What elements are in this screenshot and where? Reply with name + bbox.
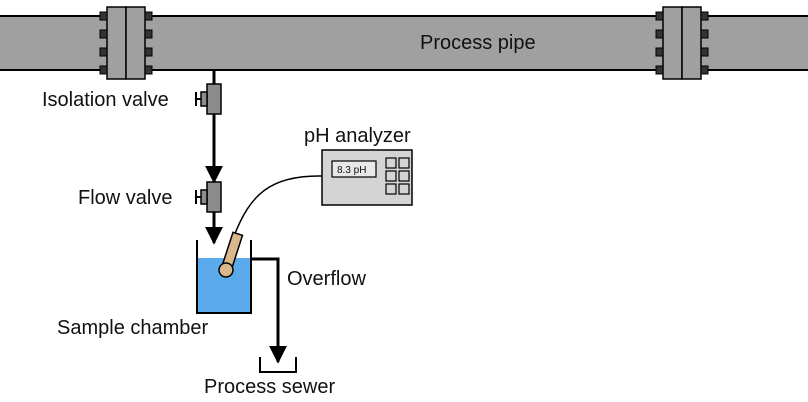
ph-analyzer: 8.3 pH <box>321 149 413 206</box>
ph-probe <box>218 231 244 278</box>
process-sewer-label: Process sewer <box>204 376 335 398</box>
analyzer-key[interactable] <box>398 183 410 195</box>
analyzer-key[interactable] <box>385 157 397 169</box>
bolt-icon <box>99 65 108 75</box>
isolation-valve-label: Isolation valve <box>42 89 169 111</box>
bolt-icon <box>144 47 153 57</box>
probe-bulb <box>218 262 234 278</box>
flange-plate <box>662 6 683 80</box>
ph-analyzer-label: pH analyzer <box>304 125 411 147</box>
chamber-walls <box>196 240 252 314</box>
bolt-icon <box>99 11 108 21</box>
isolation-valve-body <box>206 83 222 115</box>
bolt-icon <box>700 65 709 75</box>
bolt-icon <box>144 29 153 39</box>
bolt-icon <box>655 11 664 21</box>
flange-left <box>99 6 153 80</box>
bolt-icon <box>655 29 664 39</box>
bolt-icon <box>700 11 709 21</box>
probe-cable <box>233 175 323 237</box>
bolt-icon <box>655 65 664 75</box>
process-sewer-drain <box>259 357 297 373</box>
overflow-label: Overflow <box>287 268 366 290</box>
analyzer-display <box>331 160 377 178</box>
isolation-valve <box>195 83 222 115</box>
analyzer-key[interactable] <box>398 170 410 182</box>
process-pipe-label: Process pipe <box>420 32 536 54</box>
overflow-line <box>251 257 287 364</box>
bolt-icon <box>700 29 709 39</box>
bolt-icon <box>144 65 153 75</box>
flow-valve-body <box>206 181 222 213</box>
bolt-icon <box>700 47 709 57</box>
analyzer-display-value: 8.3 pH <box>337 165 366 176</box>
sample-chamber-label: Sample chamber <box>57 317 209 339</box>
bolt-icon <box>655 47 664 57</box>
bolt-icon <box>99 29 108 39</box>
flow-valve-label: Flow valve <box>78 187 172 209</box>
bolt-icon <box>99 47 108 57</box>
flange-right <box>655 6 709 80</box>
analyzer-key[interactable] <box>385 170 397 182</box>
analyzer-key[interactable] <box>398 157 410 169</box>
flange-plate <box>125 6 146 80</box>
flow-valve-bonnet <box>200 189 208 205</box>
bolt-icon <box>144 11 153 21</box>
analyzer-keypad <box>385 157 410 195</box>
flange-plate <box>681 6 702 80</box>
analyzer-key[interactable] <box>385 183 397 195</box>
isolation-valve-bonnet <box>200 91 208 107</box>
flow-valve <box>195 181 222 213</box>
flange-plate <box>106 6 127 80</box>
